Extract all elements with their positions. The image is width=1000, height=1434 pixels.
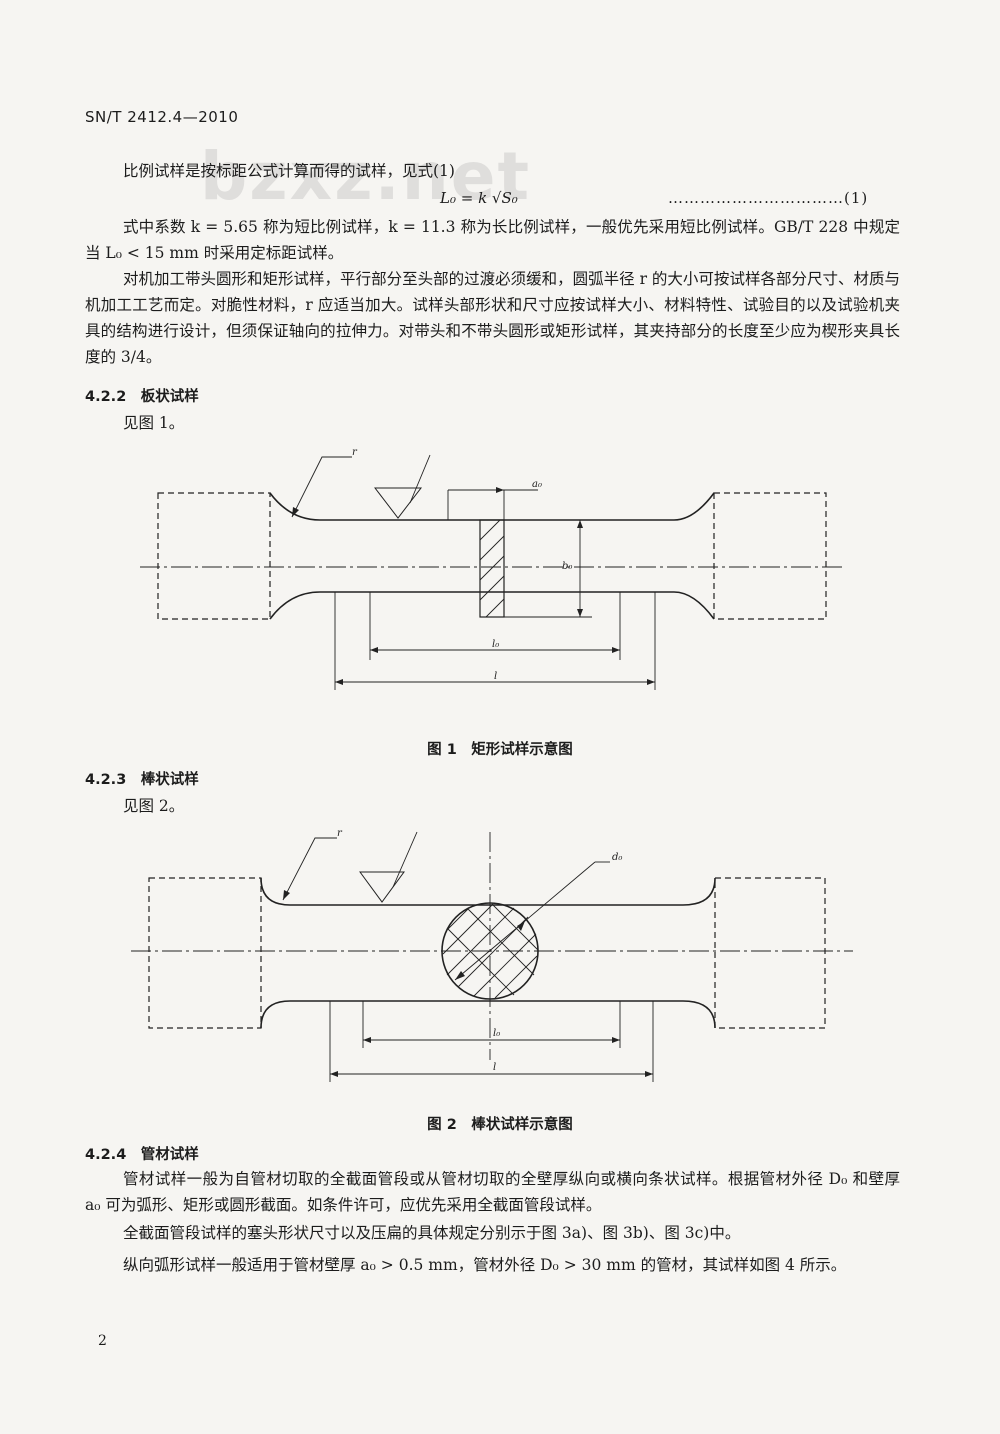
paragraph-coefficient: 式中系数 k = 5.65 称为短比例试样，k = 11.3 称为长比例试样，一…: [85, 218, 900, 262]
radius-leader: [282, 837, 337, 901]
standard-code: SN/T 2412.4—2010: [85, 108, 239, 126]
figure-2-round-bar-specimen: r d₀ l₀ l: [131, 828, 853, 1082]
left-grip-outline: [157, 492, 271, 620]
figure-1-rectangular-specimen: r a₀ b₀ l₀ l: [140, 447, 842, 690]
figure-1-caption: 图 1 矩形试样示意图: [427, 742, 573, 758]
ref-figure-2: 见图 2。: [123, 797, 185, 815]
label-l: l: [494, 671, 497, 682]
formula-l0: L₀ = k √S₀: [440, 189, 518, 207]
formula-number: ……………………………(1): [668, 189, 869, 207]
paragraph-arc-specimen: 纵向弧形试样一般适用于管材壁厚 a₀ > 0.5 mm，管材外径 D₀ > 30…: [123, 1256, 847, 1274]
label-l: l: [493, 1062, 496, 1073]
figure-2-caption: 图 2 棒状试样示意图: [427, 1117, 573, 1133]
left-grip-outline: [148, 877, 262, 1029]
cross-section-hatch: [479, 519, 505, 618]
surface-finish-mark: [373, 487, 423, 519]
ref-figure-1: 见图 1。: [123, 414, 185, 432]
paragraph-full-section-tube: 全截面管段试样的塞头形状尺寸以及压扁的具体规定分别示于图 3a)、图 3b)、图…: [123, 1224, 741, 1242]
label-r: r: [337, 828, 343, 839]
paragraph-proportional-intro: 比例试样是按标距公式计算而得的试样，见式(1): [123, 162, 455, 180]
specimen-top-edge: [260, 877, 716, 906]
right-grip-outline: [713, 492, 827, 620]
paragraph-tube-specimen: 管材试样一般为自管材切取的全截面管段或从管材切取的全壁厚纵向或横向条状试样。根据…: [85, 1170, 900, 1214]
label-l0: l₀: [492, 639, 499, 650]
label-b0: b₀: [562, 561, 572, 572]
right-grip-outline: [714, 877, 826, 1029]
page-number: 2: [98, 1333, 107, 1349]
label-d0: d₀: [612, 852, 622, 863]
specimen-bottom-edge: [269, 591, 715, 620]
specimen-bottom-edge: [260, 1000, 716, 1029]
radius-leader: [291, 456, 352, 518]
label-a0: a₀: [532, 479, 542, 490]
specimen-top-edge: [269, 492, 715, 521]
cross-section-circle: [441, 902, 539, 1000]
heading-4-2-2: 4.2.2 板状试样: [85, 389, 199, 405]
cross-section: [479, 519, 505, 618]
paragraph-machined-specimen: 对机加工带头圆形和矩形试样，平行部分至头部的过渡必须缓和，圆弧半径 r 的大小可…: [85, 270, 900, 366]
watermark: bzxz.net: [200, 138, 532, 215]
label-l0: l₀: [493, 1028, 500, 1039]
heading-4-2-4: 4.2.4 管材试样: [85, 1147, 199, 1163]
heading-4-2-3: 4.2.3 棒状试样: [85, 772, 199, 788]
label-r: r: [352, 447, 358, 458]
